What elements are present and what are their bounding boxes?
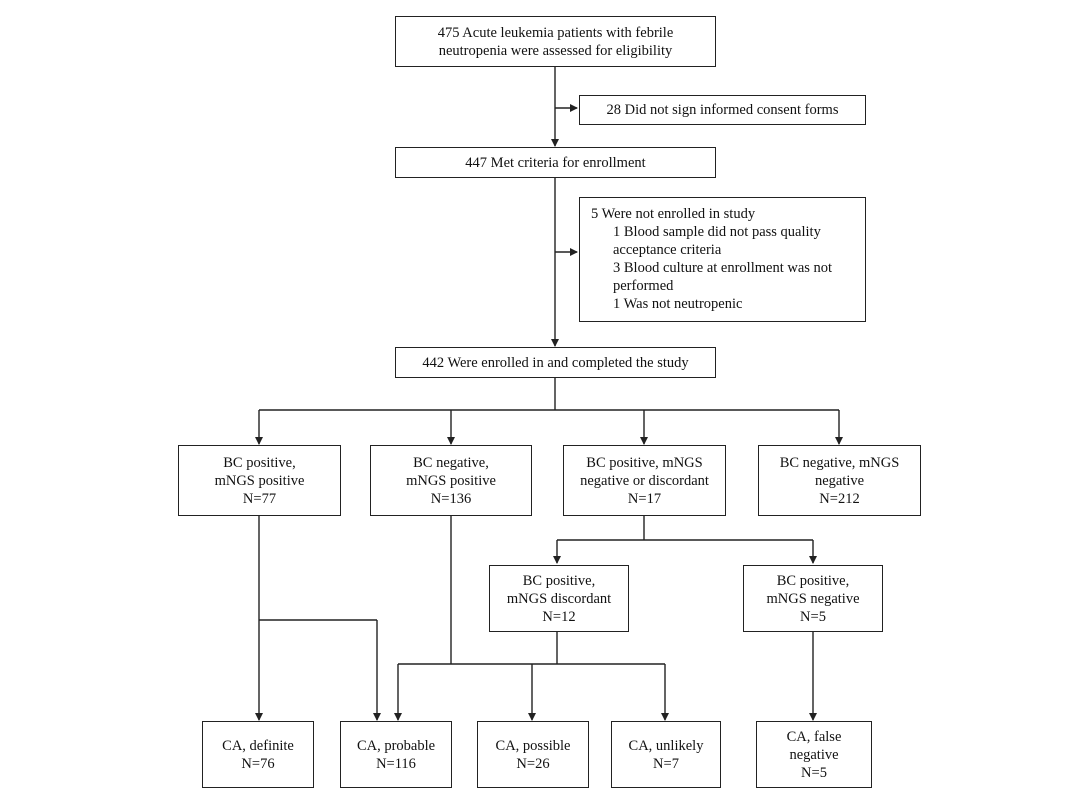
box-ca-possible-line-2: N=26: [516, 755, 550, 772]
box-bc-neg-mngs-pos-line-3: N=136: [430, 490, 472, 507]
box-ca-possible-line-1: CA, possible: [495, 737, 571, 754]
box-bc-neg-mngs-pos: BC negative, mNGS positive N=136: [370, 445, 532, 516]
box-ca-probable-line-1: CA, probable: [356, 737, 436, 754]
box-not-enrolled-line-3: acceptance criteria: [613, 242, 722, 258]
box-bc-pos-mngs-pos-line-1: BC positive,: [223, 454, 296, 471]
box-no-consent: 28 Did not sign informed consent forms: [579, 95, 866, 125]
box-assessed-line-2: neutropenia were assessed for eligibilit…: [438, 42, 673, 59]
box-bc-neg-mngs-neg-line-1: BC negative, mNGS: [779, 454, 900, 471]
box-bc-pos-mngs-pos-line-3: N=77: [242, 490, 277, 507]
box-bc-pos-mngs-pos: BC positive, mNGS positive N=77: [178, 445, 341, 516]
box-ca-false-negative-line-2: negative: [789, 746, 839, 763]
box-bc-pos-mngs-negative-line-1: BC positive,: [776, 572, 850, 589]
box-bc-pos-mngs-neg-or-discordant-line-3: N=17: [627, 490, 662, 507]
box-ca-false-negative: CA, false negative N=5: [756, 721, 872, 788]
box-not-enrolled-line-4: 3 Blood culture at enrollment was not: [613, 260, 833, 276]
box-bc-pos-mngs-negative: BC positive, mNGS negative N=5: [743, 565, 883, 632]
box-ca-definite-line-1: CA, definite: [222, 737, 294, 754]
box-bc-pos-mngs-neg-or-discordant-line-2: negative or discordant: [580, 472, 709, 489]
box-bc-pos-mngs-negative-line-3: N=5: [800, 608, 826, 625]
box-ca-false-negative-line-3: N=5: [801, 764, 827, 781]
box-not-enrolled-line-6: 1 Was not neutropenic: [613, 296, 743, 312]
box-no-consent-line-1: 28 Did not sign informed consent forms: [606, 102, 839, 118]
box-bc-pos-mngs-neg-or-discordant-line-1: BC positive, mNGS: [586, 454, 703, 471]
box-bc-pos-mngs-discordant-line-3: N=12: [542, 608, 576, 625]
box-bc-neg-mngs-pos-line-2: mNGS positive: [406, 472, 496, 489]
box-bc-neg-mngs-neg-line-2: negative: [814, 472, 865, 489]
box-bc-pos-mngs-discordant-line-2: mNGS discordant: [506, 590, 612, 607]
box-met-criteria-line-1: 447 Met criteria for enrollment: [465, 154, 646, 171]
box-ca-probable-line-2: N=116: [376, 755, 416, 772]
box-ca-false-negative-line-1: CA, false: [786, 728, 842, 745]
box-bc-pos-mngs-pos-line-2: mNGS positive: [214, 472, 305, 489]
box-bc-neg-mngs-pos-line-1: BC negative,: [413, 454, 489, 471]
box-assessed: 475 Acute leukemia patients with febrile…: [395, 16, 716, 67]
box-met-criteria: 447 Met criteria for enrollment: [395, 147, 716, 178]
box-bc-neg-mngs-neg-line-3: N=212: [819, 490, 860, 507]
box-not-enrolled-line-1: 5 Were not enrolled in study: [591, 206, 756, 222]
box-bc-pos-mngs-discordant-line-1: BC positive,: [522, 572, 596, 589]
box-bc-pos-mngs-discordant: BC positive, mNGS discordant N=12: [489, 565, 629, 632]
box-not-enrolled-line-5: performed: [613, 278, 674, 294]
box-ca-unlikely-line-1: CA, unlikely: [628, 737, 704, 754]
box-bc-pos-mngs-negative-line-2: mNGS negative: [766, 590, 860, 607]
box-ca-possible: CA, possible N=26: [477, 721, 589, 788]
box-bc-neg-mngs-neg: BC negative, mNGS negative N=212: [758, 445, 921, 516]
box-ca-definite-line-2: N=76: [241, 755, 275, 772]
box-ca-definite: CA, definite N=76: [202, 721, 314, 788]
box-assessed-line-1: 475 Acute leukemia patients with febrile: [437, 24, 674, 41]
box-ca-probable: CA, probable N=116: [340, 721, 452, 788]
box-not-enrolled-line-2: 1 Blood sample did not pass quality: [613, 224, 821, 240]
box-not-enrolled: 5 Were not enrolled in study 1 Blood sam…: [579, 197, 866, 322]
box-ca-unlikely: CA, unlikely N=7: [611, 721, 721, 788]
box-bc-pos-mngs-neg-or-discordant: BC positive, mNGS negative or discordant…: [563, 445, 726, 516]
box-ca-unlikely-line-2: N=7: [653, 755, 679, 772]
box-enrolled-line-1: 442 Were enrolled in and completed the s…: [422, 354, 689, 371]
box-enrolled: 442 Were enrolled in and completed the s…: [395, 347, 716, 378]
